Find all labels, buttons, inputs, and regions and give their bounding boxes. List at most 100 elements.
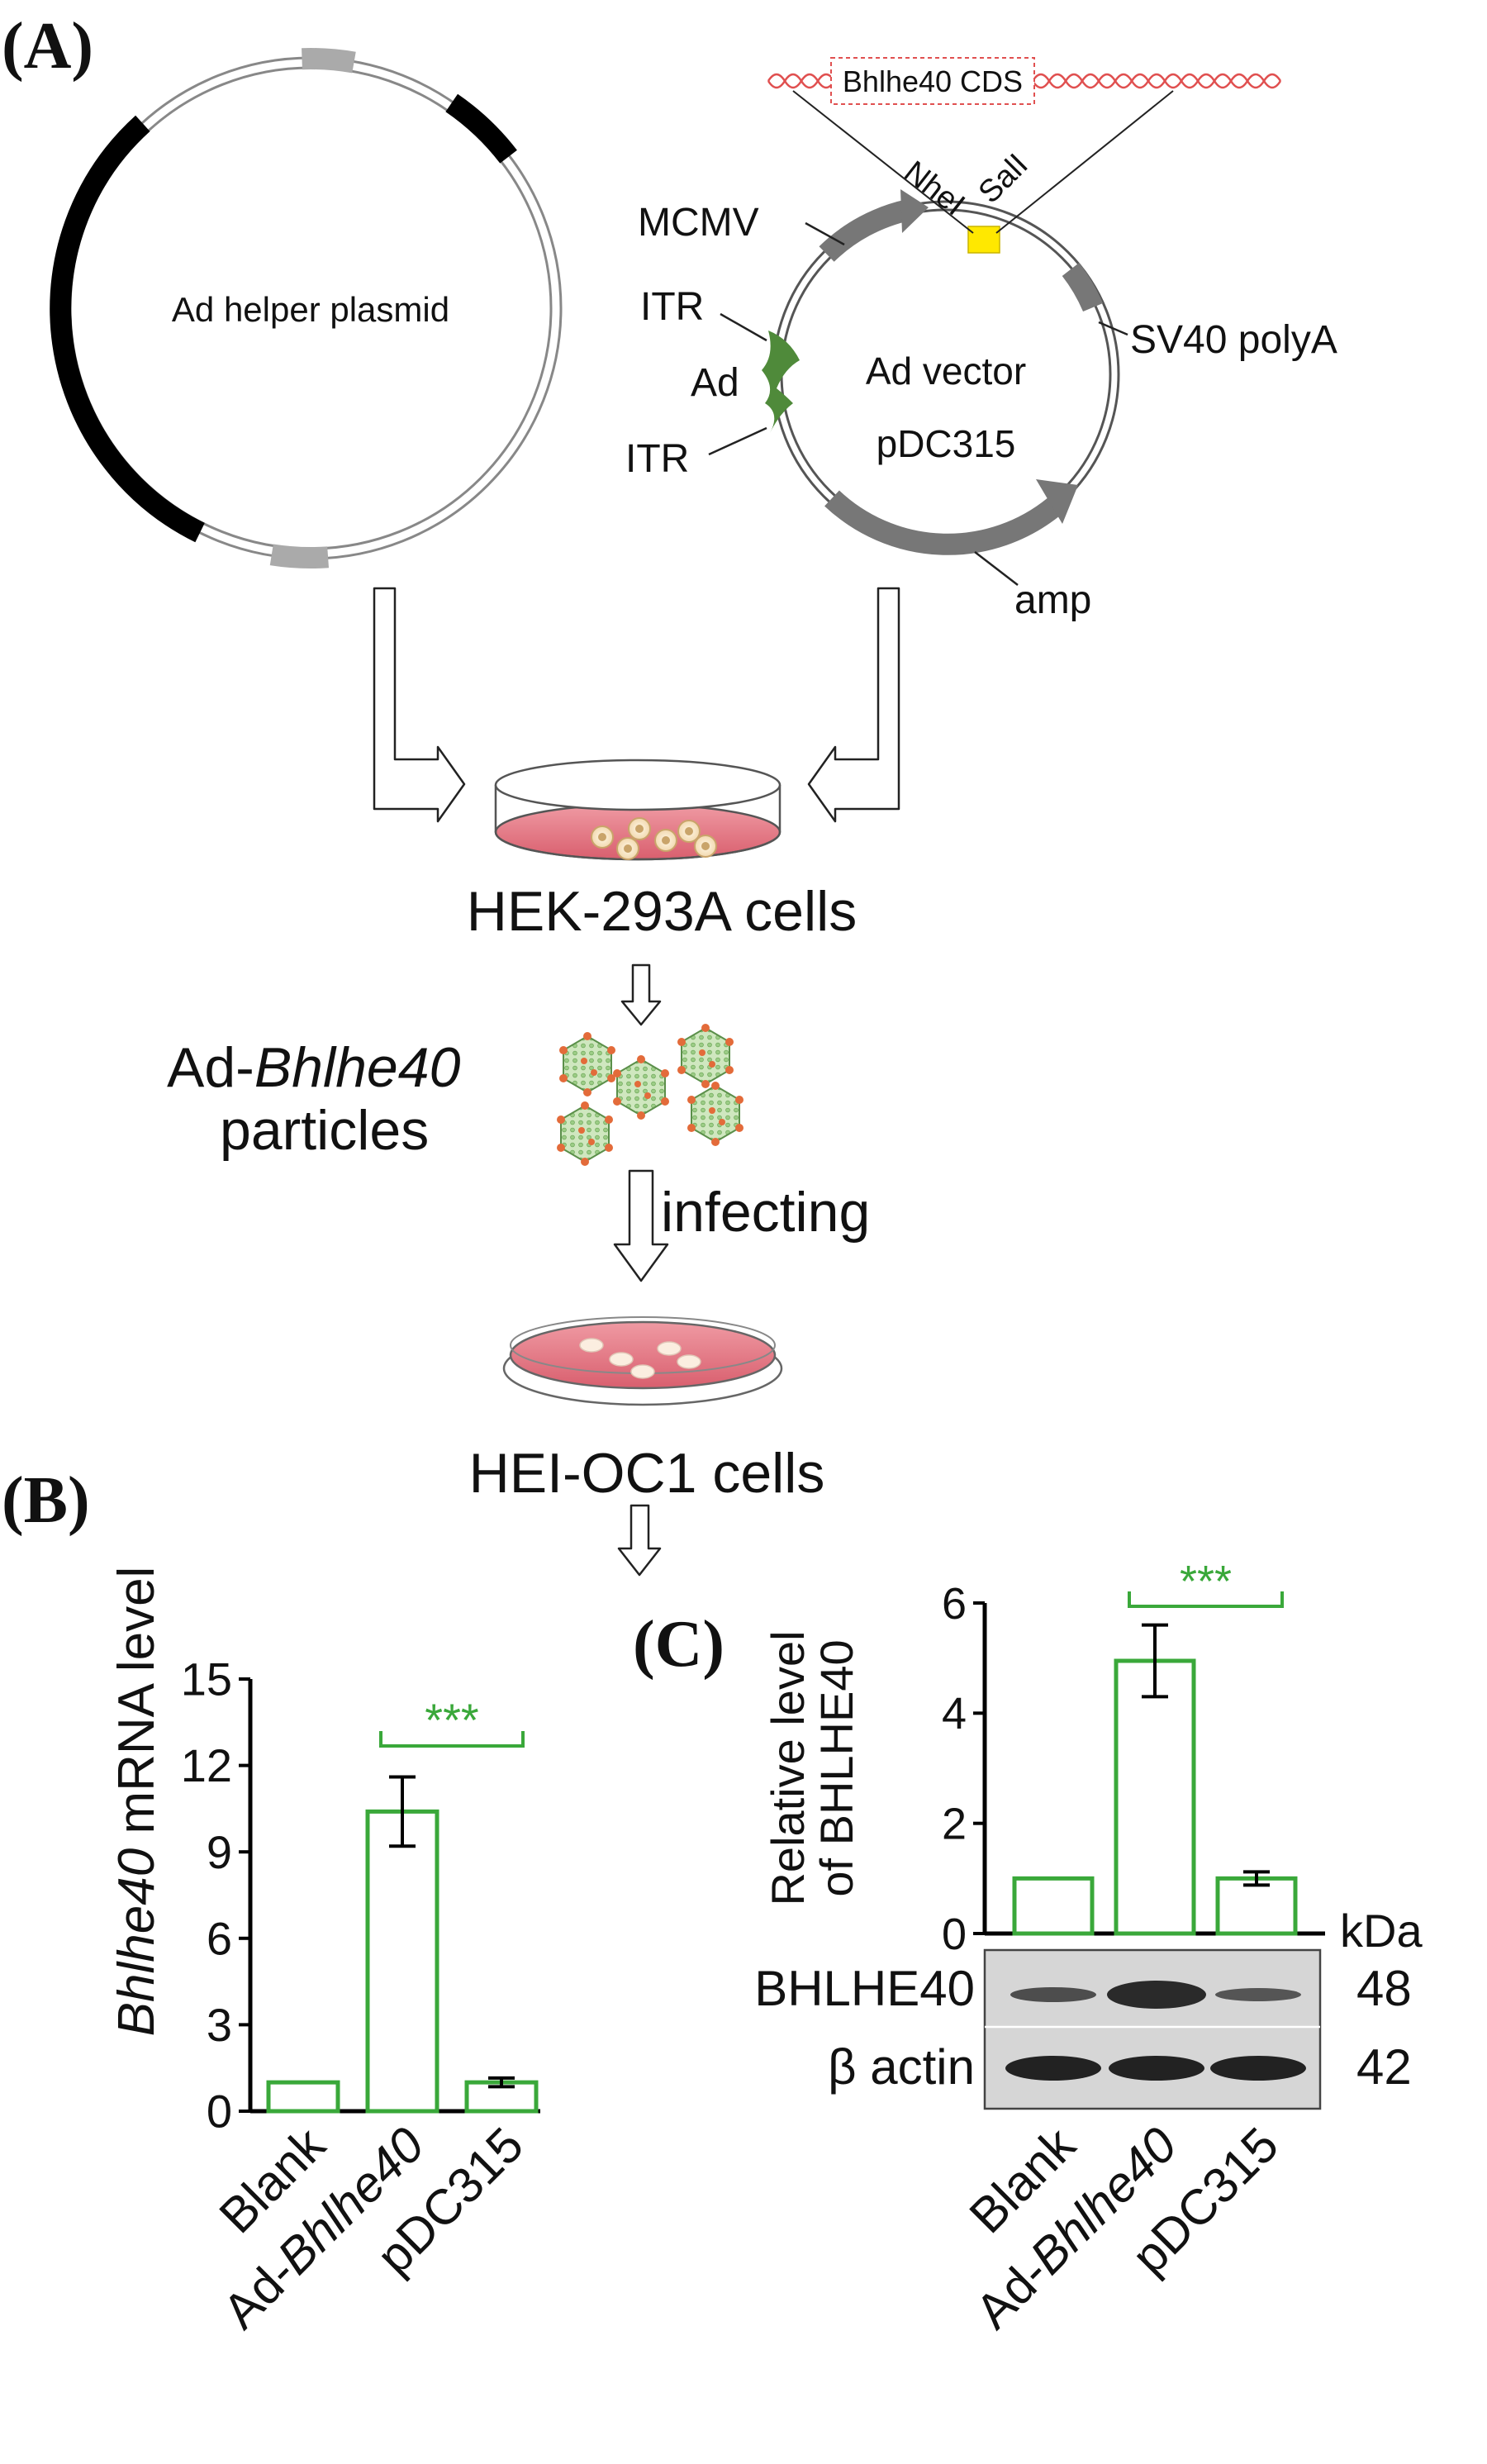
cds-box bbox=[830, 57, 1035, 105]
helper-plasmid-black-segment-right bbox=[445, 93, 517, 164]
cds-lead-right bbox=[995, 90, 1174, 234]
amp-arrowhead bbox=[1036, 479, 1078, 524]
chart-c-bar bbox=[1114, 1658, 1196, 1936]
cds-label: Bhlhe40 CDS bbox=[843, 64, 1023, 98]
panel-a-label: (A) bbox=[2, 10, 93, 83]
blot-band bbox=[1107, 1981, 1206, 2009]
chart-b-y-tick-label: 15 bbox=[181, 1653, 232, 1705]
itr-top-label: ITR bbox=[640, 285, 704, 329]
sv40-feature bbox=[1062, 263, 1103, 312]
virus-particle bbox=[686, 1081, 744, 1147]
virus-particles bbox=[556, 1023, 744, 1167]
blot-row-label: BHLHE40 bbox=[754, 1961, 975, 2016]
panel-c-label: (C) bbox=[633, 1608, 724, 1681]
blot-bands-bhlhe40 bbox=[1010, 1981, 1301, 2009]
chart-b-significance-label: *** bbox=[425, 1694, 478, 1746]
hek-dish-rim bbox=[494, 759, 782, 811]
chart-b-ylabel-rest: mRNA level bbox=[108, 1567, 165, 1848]
hek-culture-dish bbox=[494, 759, 782, 861]
panel-b-label: (B) bbox=[2, 1464, 90, 1537]
particles-label-line1: Ad-Bhlhe40 bbox=[167, 1036, 461, 1099]
blot-unit-label: kDa bbox=[1340, 1905, 1423, 1957]
hei-culture-dish bbox=[502, 1316, 783, 1406]
chart-b-y-tick-label: 0 bbox=[207, 2086, 232, 2138]
hei-cells bbox=[579, 1338, 701, 1379]
blot-bands-actin bbox=[1005, 2056, 1306, 2081]
hek-dish-wall bbox=[494, 785, 782, 861]
itr-bottom-leader bbox=[708, 426, 767, 456]
restriction-site-marker bbox=[967, 226, 1000, 254]
arrow-infecting bbox=[613, 1169, 669, 1282]
ad-label: Ad bbox=[691, 361, 739, 405]
infecting-label: infecting bbox=[661, 1181, 870, 1244]
chart-b-bar bbox=[365, 1809, 439, 2114]
arrow-vector-to-dish bbox=[807, 587, 900, 823]
cds-lead-left bbox=[792, 90, 974, 234]
chart-b-ylabel: Bhlhe40 mRNA level bbox=[108, 1567, 165, 2037]
sali-label: SalI bbox=[972, 147, 1035, 210]
chart-b-y-tick-label: 9 bbox=[207, 1826, 232, 1878]
chart-c-ylabel-line2: of BHLHE40 bbox=[810, 1639, 862, 1896]
cds-insert: Bhlhe40 CDS NheI SalI bbox=[767, 57, 1282, 234]
blot-row-label: β actin bbox=[828, 2039, 975, 2095]
sv40-leader bbox=[1098, 321, 1128, 336]
chart-b-y-tick-label: 6 bbox=[207, 1912, 232, 1964]
virus-particle bbox=[558, 1031, 616, 1097]
helper-plasmid: Ad helper plasmid bbox=[50, 48, 563, 568]
mcmv-feature bbox=[819, 199, 912, 262]
blot-membrane bbox=[983, 1948, 1322, 2110]
particles-gene: Bhlhe40 bbox=[254, 1036, 461, 1099]
vector-label-line2: pDC315 bbox=[877, 422, 1016, 465]
chart-c-y-tick-label: 0 bbox=[942, 1910, 967, 1959]
blot-band bbox=[1005, 2056, 1101, 2081]
chart-b-y-tick-label: 12 bbox=[181, 1739, 232, 1791]
mcmv-label: MCMV bbox=[638, 201, 759, 245]
ad-vector-plasmid: Ad vector pDC315 bbox=[762, 189, 1120, 555]
chart-b-y-tick-label: 3 bbox=[207, 1999, 232, 2051]
helper-plasmid-black-segment-left bbox=[50, 115, 205, 543]
blot-band bbox=[1215, 1988, 1301, 2001]
virus-particle bbox=[677, 1023, 734, 1089]
mcmv-leader bbox=[805, 221, 845, 246]
chart-c-y-tick-label: 6 bbox=[942, 1579, 967, 1629]
hei-dish-medium bbox=[509, 1320, 777, 1390]
blot-kda-value: 42 bbox=[1356, 2039, 1412, 2095]
chart-b-ylabel-gene: Bhlhe40 bbox=[108, 1848, 165, 2037]
chart-c-y-tick-label: 2 bbox=[942, 1800, 967, 1849]
hek-cells-label: HEK-293A cells bbox=[467, 880, 857, 943]
amp-feature bbox=[824, 490, 1062, 555]
helper-plasmid-label: Ad helper plasmid bbox=[172, 290, 449, 329]
particles-label-line2: particles bbox=[220, 1099, 429, 1162]
chart-c-ylabel-line1: Relative level bbox=[762, 1630, 814, 1905]
itr-bottom-label: ITR bbox=[625, 437, 689, 481]
itr-top-leader bbox=[720, 312, 767, 342]
blot-band bbox=[1010, 1987, 1096, 2002]
blot-band bbox=[1210, 2056, 1306, 2081]
itr-green-segments bbox=[762, 331, 800, 433]
amp-label: amp bbox=[1014, 578, 1091, 622]
chart-b-significance-bracket bbox=[379, 1731, 525, 1748]
helper-plasmid-grey-segment-top bbox=[302, 48, 356, 74]
western-blot: kDa BHLHE40 β actin 48 42 bbox=[754, 1905, 1423, 2110]
virus-particle bbox=[556, 1101, 614, 1167]
blot-kda-value: 48 bbox=[1356, 1961, 1412, 2016]
blot-band bbox=[1109, 2056, 1204, 2081]
chart-c-significance-label: *** bbox=[1180, 1557, 1232, 1606]
sv40-label: SV40 polyA bbox=[1130, 318, 1337, 362]
arrow-to-particles bbox=[620, 963, 662, 1026]
virus-particle bbox=[612, 1054, 670, 1120]
vector-label-line1: Ad vector bbox=[866, 350, 1026, 392]
amp-leader bbox=[974, 551, 1019, 586]
helper-plasmid-grey-segment-bottom bbox=[269, 544, 330, 568]
chart-c-significance-bracket bbox=[1128, 1591, 1284, 1608]
hek-cells bbox=[591, 817, 717, 860]
arrow-to-assays bbox=[617, 1504, 662, 1577]
mcmv-arrowhead bbox=[900, 189, 929, 233]
hei-cells-label: HEI-OC1 cells bbox=[469, 1442, 825, 1505]
chart-c-bar bbox=[1012, 1876, 1095, 1936]
chart-b-bar bbox=[266, 2080, 340, 2114]
chart-c-y-tick-label: 4 bbox=[942, 1689, 967, 1739]
